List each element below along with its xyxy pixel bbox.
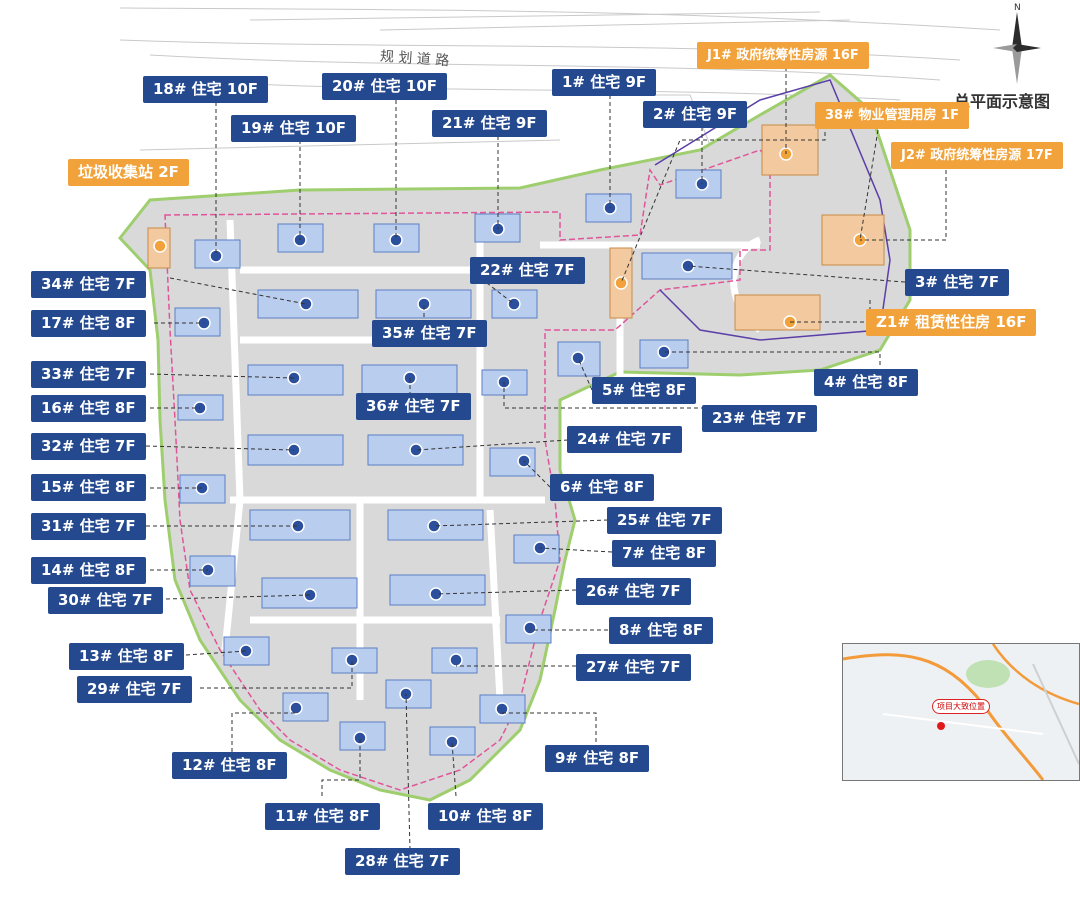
- label-building-28: 28# 住宅 7F: [345, 848, 460, 875]
- label-building-j1: J1# 政府统筹性房源 16F: [697, 42, 869, 69]
- label-building-29: 29# 住宅 7F: [77, 676, 192, 703]
- label-building-22: 22# 住宅 7F: [470, 257, 585, 284]
- label-building-12: 12# 住宅 8F: [172, 752, 287, 779]
- building-z1: [734, 294, 821, 331]
- label-building-7: 7# 住宅 8F: [612, 540, 717, 567]
- north-arrow-icon: [993, 12, 1041, 84]
- label-building-38: 38# 物业管理用房 1F: [815, 102, 969, 129]
- label-building-32: 32# 住宅 7F: [31, 433, 146, 460]
- label-building-j2: J2# 政府统筹性房源 17F: [891, 142, 1063, 169]
- label-building-10: 10# 住宅 8F: [428, 803, 543, 830]
- building-29: [331, 647, 378, 674]
- label-building-21: 21# 住宅 9F: [432, 110, 547, 137]
- label-building-17: 17# 住宅 8F: [31, 310, 146, 337]
- boundary-purple: [654, 79, 891, 341]
- label-building-19: 19# 住宅 10F: [231, 115, 357, 142]
- leader-lines: [145, 67, 947, 851]
- label-building-11: 11# 住宅 8F: [265, 803, 380, 830]
- location-inset-map: 项目大致位置: [842, 643, 1080, 781]
- label-building-4: 4# 住宅 8F: [814, 369, 919, 396]
- label-building-16: 16# 住宅 8F: [31, 395, 146, 422]
- label-building-3: 3# 住宅 7F: [905, 269, 1010, 296]
- label-building-6: 6# 住宅 8F: [550, 474, 655, 501]
- label-building-34: 34# 住宅 7F: [31, 271, 146, 298]
- label-building-30: 30# 住宅 7F: [48, 587, 163, 614]
- label-building-20: 20# 住宅 10F: [322, 73, 448, 100]
- label-trash-station: 垃圾收集站 2F: [68, 159, 189, 186]
- label-building-2: 2# 住宅 9F: [643, 101, 748, 128]
- building-15: [179, 474, 226, 504]
- label-building-26: 26# 住宅 7F: [576, 578, 691, 605]
- label-building-z1: Z1# 租赁性住房 16F: [866, 309, 1037, 336]
- label-building-14: 14# 住宅 8F: [31, 557, 146, 584]
- label-building-24: 24# 住宅 7F: [567, 426, 682, 453]
- inset-roads: [843, 644, 1079, 780]
- inset-location-tag: 项目大致位置: [932, 699, 990, 714]
- label-building-25: 25# 住宅 7F: [607, 507, 722, 534]
- map-title: 总平面示意图: [954, 92, 1051, 111]
- building-11: [339, 721, 386, 751]
- building-12: [282, 692, 329, 722]
- label-building-18: 18# 住宅 10F: [143, 76, 269, 103]
- north-label: N: [1014, 3, 1021, 13]
- label-building-15: 15# 住宅 8F: [31, 474, 146, 501]
- label-building-1: 1# 住宅 9F: [552, 69, 657, 96]
- label-building-9: 9# 住宅 8F: [545, 745, 650, 772]
- label-building-5: 5# 住宅 8F: [592, 377, 697, 404]
- label-building-8: 8# 住宅 8F: [609, 617, 714, 644]
- label-building-31: 31# 住宅 7F: [31, 513, 146, 540]
- label-building-13: 13# 住宅 8F: [69, 643, 184, 670]
- road-lines: [119, 7, 1001, 171]
- label-building-23: 23# 住宅 7F: [702, 405, 817, 432]
- building-8: [505, 614, 552, 644]
- label-building-36: 36# 住宅 7F: [356, 393, 471, 420]
- building-6: [489, 447, 536, 477]
- residential-buildings: [174, 169, 733, 756]
- label-building-33: 33# 住宅 7F: [31, 361, 146, 388]
- label-building-27: 27# 住宅 7F: [576, 654, 691, 681]
- label-building-35: 35# 住宅 7F: [372, 320, 487, 347]
